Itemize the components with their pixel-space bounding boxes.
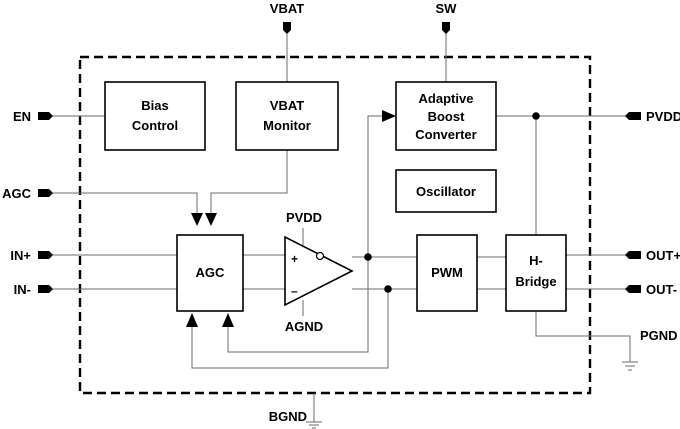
oscillator-block	[395, 169, 497, 213]
arrow-feedback-inner	[222, 313, 234, 327]
bias-label-line2: Control	[132, 118, 178, 133]
bias-label-line1: Bias	[141, 98, 168, 113]
amplifier-output-bubble	[315, 251, 325, 261]
arrow-feedback-outer	[186, 313, 198, 327]
agc-block-label: AGC	[196, 265, 226, 280]
amp-out-to-boost-wire	[367, 115, 384, 257]
pin-terminal-vbat	[283, 22, 291, 34]
junction-dot-pvdd	[532, 112, 540, 120]
junction-dot-amp-out	[364, 253, 372, 261]
pin-label-in-minus: IN-	[14, 282, 31, 297]
pin-label-out-minus: OUT-	[646, 282, 677, 297]
amp-plus-sign: +	[291, 252, 298, 266]
arrow-agc-pin	[191, 213, 203, 226]
vbat-monitor-block	[235, 81, 339, 151]
boost-label-line3: Converter	[415, 127, 476, 142]
pwm-label: PWM	[431, 265, 463, 280]
boost-label-line1: Adaptive	[419, 91, 474, 106]
pin-label-bgnd: BGND	[269, 409, 307, 424]
h-bridge-label-line2: Bridge	[515, 274, 556, 289]
pin-label-vbat: VBAT	[270, 1, 304, 16]
pin-label-in-plus: IN+	[10, 248, 31, 263]
arrow-boost-input	[382, 110, 396, 122]
pin-terminal-pvdd	[625, 112, 641, 120]
pwm-block	[416, 234, 478, 312]
vbat-monitor-to-agc-wire	[210, 150, 288, 215]
pin-label-pgnd: PGND	[640, 328, 678, 343]
agc-block	[176, 234, 244, 312]
pin-label-agc: AGC	[2, 186, 32, 201]
agc-pin-wire	[50, 192, 198, 215]
boost-label-line2: Boost	[428, 109, 466, 124]
pin-terminal-out-plus	[625, 251, 641, 259]
pin-terminal-en	[38, 112, 53, 120]
chip-boundary	[78, 55, 592, 395]
bias-control-block	[104, 81, 206, 151]
pin-label-en: EN	[13, 109, 31, 124]
pin-label-pvdd: PVDD	[646, 109, 680, 124]
pin-terminal-in-minus	[38, 285, 53, 293]
pin-terminal-out-minus	[625, 285, 641, 293]
feedback-loop-outer	[191, 289, 389, 369]
adaptive-boost-converter-block	[395, 81, 497, 151]
oscillator-label: Oscillator	[416, 184, 476, 199]
pgnd-ground-symbol	[622, 361, 638, 371]
pin-terminal-agc	[38, 189, 53, 197]
h-bridge-block	[505, 234, 567, 312]
bgnd-ground-symbol	[306, 421, 322, 429]
arrow-vbat-monitor	[205, 213, 217, 226]
junction-dot-minus	[384, 285, 392, 293]
h-bridge-label-line1: H-	[529, 253, 543, 268]
vbat-monitor-label-line2: Monitor	[263, 118, 311, 133]
pin-label-out-plus: OUT+	[646, 248, 680, 263]
amp-ground-label: AGND	[285, 319, 323, 334]
amp-supply-label: PVDD	[286, 210, 322, 225]
vbat-monitor-label-line1: VBAT	[270, 98, 304, 113]
amp-minus-sign: –	[291, 284, 298, 298]
pgnd-wire	[535, 312, 631, 362]
pin-label-sw: SW	[436, 1, 458, 16]
pin-terminal-in-plus	[38, 251, 53, 259]
pin-terminal-sw	[442, 22, 450, 34]
feedback-loop-inner	[227, 257, 369, 353]
